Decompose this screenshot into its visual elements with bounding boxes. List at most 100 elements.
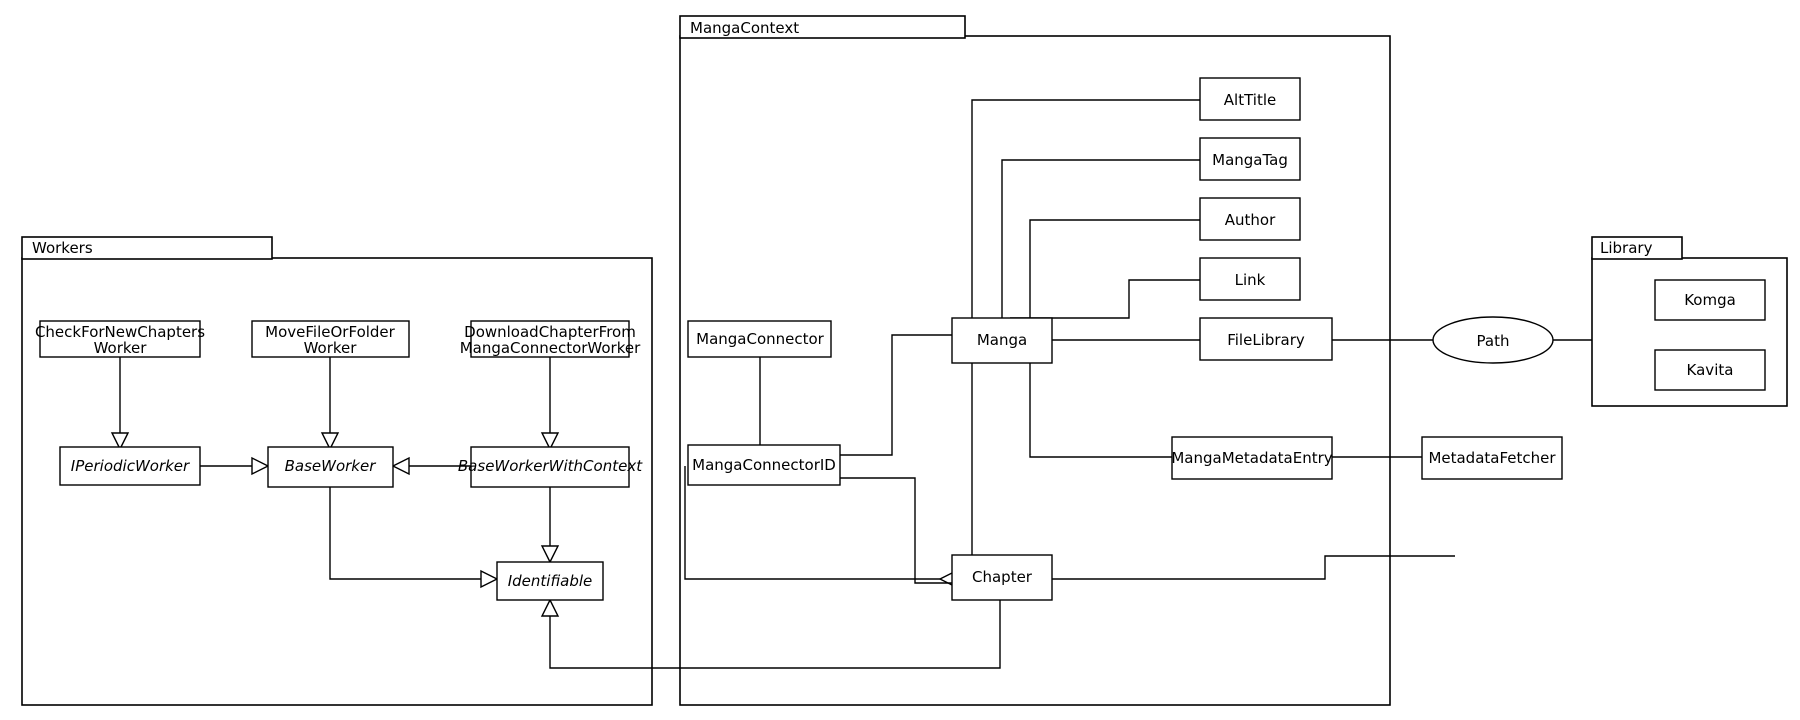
class-manga-tag[interactable]: MangaTag <box>1199 137 1301 181</box>
class-label-line1: AltTitle <box>1224 91 1276 109</box>
class-box <box>39 320 201 358</box>
class-komga[interactable]: Komga <box>1654 279 1766 321</box>
class-box <box>1654 349 1766 391</box>
edge-connectorid-to-chapter <box>840 477 952 584</box>
class-download-chapter-from-manga-connector-worker[interactable]: DownloadChapterFrom MangaConnectorWorker <box>460 320 641 358</box>
edge-group-iperiodic-baseworker <box>200 456 270 476</box>
class-path[interactable]: Path <box>1432 316 1554 364</box>
edge-group-baseworker-identifiable <box>329 487 499 589</box>
arrowhead-identifiable-left <box>480 569 499 589</box>
class-box <box>1199 197 1301 241</box>
class-box <box>470 320 630 358</box>
arrowhead-identifiable-top <box>540 545 560 564</box>
class-label-line1: Author <box>1225 211 1276 229</box>
edge-group-connectorid-identifiable <box>684 466 940 580</box>
edge-manga-to-link <box>1010 279 1200 319</box>
arrowhead-baseworkerwithcontext-top <box>540 432 560 451</box>
edge-group-bwwc-identifiable <box>540 487 560 564</box>
class-label-line2: Worker <box>94 339 148 357</box>
class-alt-title[interactable]: AltTitle <box>1199 77 1301 121</box>
class-label-line1: Link <box>1235 271 1266 289</box>
package-mangacontext-tab <box>679 15 966 39</box>
edge-baseworker-to-identifiable <box>329 487 482 580</box>
arrowhead-baseworker-right <box>391 456 410 476</box>
edge-connectorid-to-manga <box>840 334 952 456</box>
class-label-line1: Identifiable <box>508 572 593 590</box>
class-box <box>1421 436 1563 480</box>
class-box <box>687 444 841 486</box>
package-library-tab <box>1591 236 1683 260</box>
package-workers-tab <box>21 236 273 260</box>
class-box <box>1199 77 1301 121</box>
class-file-library[interactable]: FileLibrary <box>1199 317 1333 361</box>
class-box <box>267 446 394 488</box>
class-label-line1: MangaMetadataEntry <box>1171 449 1332 467</box>
arrowhead-identifiable-bottom <box>540 598 560 617</box>
class-label-line1: MangaConnectorID <box>692 456 836 474</box>
class-label-line1: IPeriodicWorker <box>71 457 190 475</box>
edge-manga-to-mangatag <box>1001 159 1200 335</box>
class-box <box>470 446 630 488</box>
class-manga[interactable]: Manga <box>951 317 1053 364</box>
class-box <box>687 320 832 358</box>
class-label-line1: BaseWorkerWithContext <box>458 457 643 475</box>
arrowhead-iperiodic <box>110 432 130 451</box>
class-label-line1: CheckForNewChapters <box>35 323 205 341</box>
class-move-file-or-folder-worker[interactable]: MoveFileOrFolder Worker <box>251 320 410 358</box>
class-label-line1: MangaTag <box>1212 151 1288 169</box>
class-manga-metadata-entry[interactable]: MangaMetadataEntry <box>1171 436 1333 480</box>
edge-group-chapter-bottom-identifiable <box>540 598 1001 669</box>
class-author[interactable]: Author <box>1199 197 1301 241</box>
edge-group-bwwc-baseworker <box>391 456 471 476</box>
class-iperiodic-worker[interactable]: IPeriodicWorker <box>59 446 201 486</box>
arrowhead-baseworker-left <box>251 456 270 476</box>
class-label-line1: Chapter <box>972 568 1033 586</box>
class-box <box>951 317 1053 364</box>
edge-connectorid-to-identifiable <box>684 466 940 580</box>
class-label-line1: Kavita <box>1687 361 1734 379</box>
class-label-line1: MetadataFetcher <box>1428 449 1556 467</box>
class-box <box>251 320 410 358</box>
class-identifiable[interactable]: Identifiable <box>496 561 604 601</box>
class-manga-connector[interactable]: MangaConnector <box>687 320 832 358</box>
package-mangacontext-label: MangaContext <box>690 19 799 37</box>
edge-group-worker-generalizations <box>110 357 560 451</box>
class-box <box>1654 279 1766 321</box>
class-box <box>59 446 201 486</box>
class-manga-connector-id[interactable]: MangaConnectorID <box>687 444 841 486</box>
class-label-line1: Komga <box>1684 291 1736 309</box>
class-label-line1: FileLibrary <box>1227 331 1305 349</box>
edge-manga-to-metadataentry <box>1029 363 1172 458</box>
class-box <box>1199 137 1301 181</box>
class-label-line1: MangaConnector <box>696 330 825 348</box>
path-ellipse <box>1432 316 1554 364</box>
edge-chapter-to-identifiable <box>955 555 1455 580</box>
class-label-line1: Path <box>1477 332 1510 350</box>
class-label-line1: MoveFileOrFolder <box>265 323 395 341</box>
arrowhead-baseworker-top <box>320 432 340 451</box>
class-label-line1: BaseWorker <box>285 457 377 475</box>
class-metadata-fetcher[interactable]: MetadataFetcher <box>1421 436 1563 480</box>
class-box <box>1171 436 1333 480</box>
edge-manga-to-author <box>1029 219 1200 335</box>
class-base-worker[interactable]: BaseWorker <box>267 446 394 488</box>
class-base-worker-with-context[interactable]: BaseWorkerWithContext <box>458 446 643 488</box>
class-label-line1: DownloadChapterFrom <box>464 323 636 341</box>
edge-chapter-bottom-to-identifiable <box>549 600 1001 669</box>
class-chapter[interactable]: Chapter <box>951 554 1053 601</box>
package-mangacontext-body <box>679 35 1391 706</box>
class-box <box>1199 257 1301 301</box>
package-library-label: Library <box>1600 239 1653 257</box>
class-label-line2: MangaConnectorWorker <box>460 339 641 357</box>
class-link[interactable]: Link <box>1199 257 1301 301</box>
class-box <box>951 554 1053 601</box>
class-check-for-new-chapters-worker[interactable]: CheckForNewChapters Worker <box>35 320 205 358</box>
class-box <box>1199 317 1333 361</box>
edge-manga-to-alttitle <box>971 99 1200 335</box>
package-workers-label: Workers <box>32 239 93 257</box>
class-kavita[interactable]: Kavita <box>1654 349 1766 391</box>
class-label-line2: Worker <box>304 339 358 357</box>
class-box <box>496 561 604 601</box>
